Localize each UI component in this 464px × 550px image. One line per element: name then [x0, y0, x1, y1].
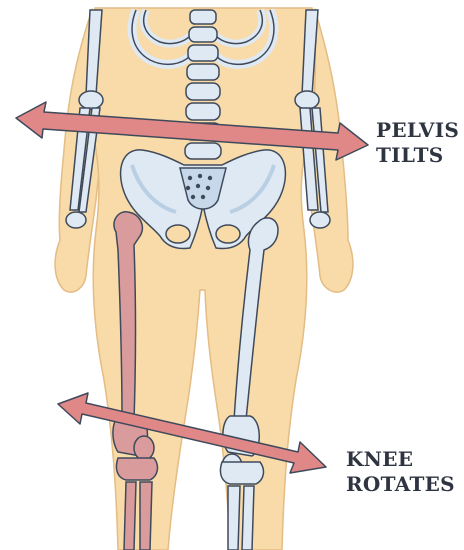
pelvis-label-line2: TILTS	[376, 143, 462, 168]
pelvis-tilts-label: PELVIS TILTS	[376, 118, 462, 168]
knee-label-line2: ROTATES	[346, 472, 456, 497]
knee-label-line1: KNEE	[346, 447, 456, 472]
pelvis-label-line1: PELVIS	[376, 118, 462, 143]
knee-rotates-label: KNEE ROTATES	[346, 447, 456, 497]
